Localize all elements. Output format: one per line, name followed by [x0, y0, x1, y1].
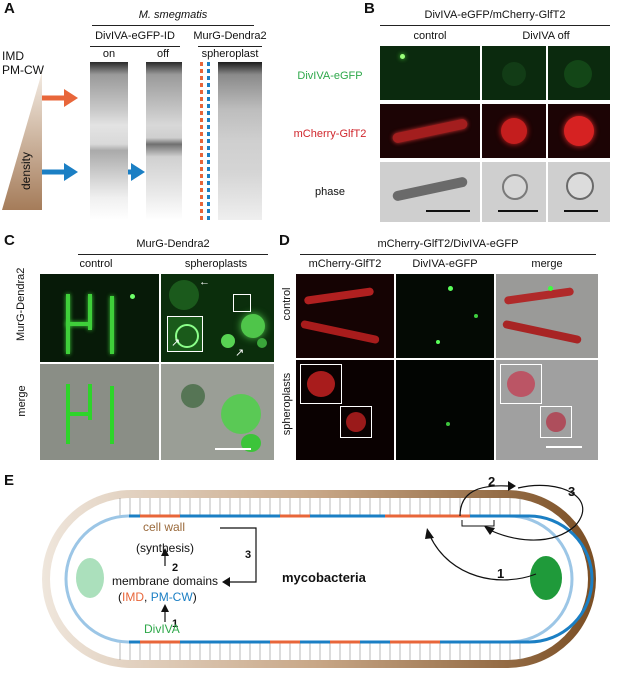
organism-label: M. smegmatis	[138, 9, 208, 21]
panelc-control-label: control	[79, 258, 113, 270]
imd-text: IMD	[122, 590, 144, 604]
d-control-merge-image	[496, 274, 598, 358]
panelc-title: MurG-Dendra2	[136, 238, 210, 250]
panelb-divoff-label: DivIVA off	[522, 30, 570, 42]
b-off1-phase-image	[482, 162, 546, 222]
paneld-title-bracket	[300, 254, 596, 255]
group2-bracket	[198, 46, 262, 47]
step-3-diagram-label: 3	[568, 484, 576, 499]
organism-bracket	[92, 25, 254, 26]
imd-legend: IMD	[2, 49, 24, 63]
paneld-col-mcherry: mCherry-GlfT2	[308, 258, 382, 270]
pmcw-dashed-line	[207, 62, 210, 220]
pmcw-legend: PM-CW	[2, 63, 44, 77]
paneld-row-spheroplasts: spheroplasts	[281, 372, 293, 436]
d-spheroplast-merge-image	[496, 360, 598, 460]
c-spheroplast-merge-image	[161, 364, 274, 460]
b-control-green-image	[380, 46, 480, 100]
d-control-green-image	[396, 274, 494, 358]
comma-text: ,	[144, 590, 148, 604]
paren-close: )	[192, 590, 197, 604]
d-control-red-image	[296, 274, 394, 358]
off-label: off	[156, 48, 170, 60]
c-control-green-image	[40, 274, 159, 362]
panelb-title-bracket	[380, 25, 610, 26]
membrane-domains-legend: (IMD, PM-CW)	[118, 590, 197, 604]
b-off2-green-image	[548, 46, 610, 100]
membrane-domains-label: membrane domains	[112, 574, 219, 588]
panelc-row-murg-label: MurG-Dendra2	[15, 267, 27, 341]
density-label: density	[19, 151, 33, 191]
b-off2-phase-image	[548, 162, 610, 222]
tube-on-image	[90, 62, 128, 220]
row-label-diviva-egfp: DivIVA-eGFP	[297, 70, 363, 82]
panel-label-b: B	[364, 0, 375, 17]
mycobacteria-label: mycobacteria	[282, 570, 366, 585]
panel-label-c: C	[4, 232, 15, 249]
mycobacterium-diagram	[42, 481, 596, 668]
c-control-merge-image	[40, 364, 159, 460]
paren-open: (	[118, 590, 122, 604]
diviva-label: DivIVA	[144, 622, 180, 636]
row-label-mcherry-glft2: mCherry-GlfT2	[293, 128, 367, 140]
synthesis-label: (synthesis)	[136, 541, 195, 555]
pmcw-text: PM-CW	[150, 590, 193, 604]
panel-label-a: A	[4, 0, 15, 17]
b-control-phase-image	[380, 162, 480, 222]
paneld-col-diviva: DivIVA-eGFP	[412, 258, 478, 270]
step-1-diagram-label: 1	[497, 566, 505, 581]
group1-bracket	[90, 46, 180, 47]
row-label-phase: phase	[315, 186, 345, 198]
paneld-title: mCherry-GlfT2/DivIVA-eGFP	[377, 238, 519, 250]
group1-label: DivIVA-eGFP-ID	[95, 30, 175, 42]
imd-arrow-icon	[42, 89, 78, 107]
density-triangle	[2, 72, 42, 210]
step-3-schematic-label: 3	[245, 549, 252, 561]
panelb-control-label: control	[413, 30, 447, 42]
panelc-spheroplasts-label: spheroplasts	[184, 258, 248, 270]
group2-label: MurG-Dendra2	[193, 30, 267, 42]
imd-dashed-line	[200, 62, 203, 220]
panelb-title: DivIVA-eGFP/mCherry-GlfT2	[424, 9, 566, 21]
cell-wall-label: cell wall	[143, 520, 186, 534]
b-off1-red-image	[482, 104, 546, 158]
panelc-title-bracket	[78, 254, 268, 255]
pmcw-arrow-icon	[42, 163, 78, 181]
step-2-schematic-label: 2	[172, 562, 179, 574]
paneld-col-merge: merge	[531, 258, 563, 270]
panel-label-e: E	[4, 472, 15, 489]
b-control-red-image	[380, 104, 480, 158]
d-spheroplast-red-image	[296, 360, 394, 460]
spheroplast-label: spheroplast	[201, 48, 259, 60]
on-label: on	[102, 48, 116, 60]
b-off1-green-image	[482, 46, 546, 100]
panelc-row-merge-label: merge	[16, 385, 28, 417]
b-off2-red-image	[548, 104, 610, 158]
step-1-schematic-label: 1	[172, 618, 179, 630]
c-spheroplast-green-image: ← ↗ ↗	[161, 274, 274, 362]
step-2-diagram-label: 2	[488, 474, 496, 489]
tube-spheroplast-image	[218, 62, 262, 220]
paneld-row-control: control	[281, 287, 293, 321]
panel-label-d: D	[279, 232, 290, 249]
tube-off-image	[146, 62, 182, 220]
d-spheroplast-green-image	[396, 360, 494, 460]
